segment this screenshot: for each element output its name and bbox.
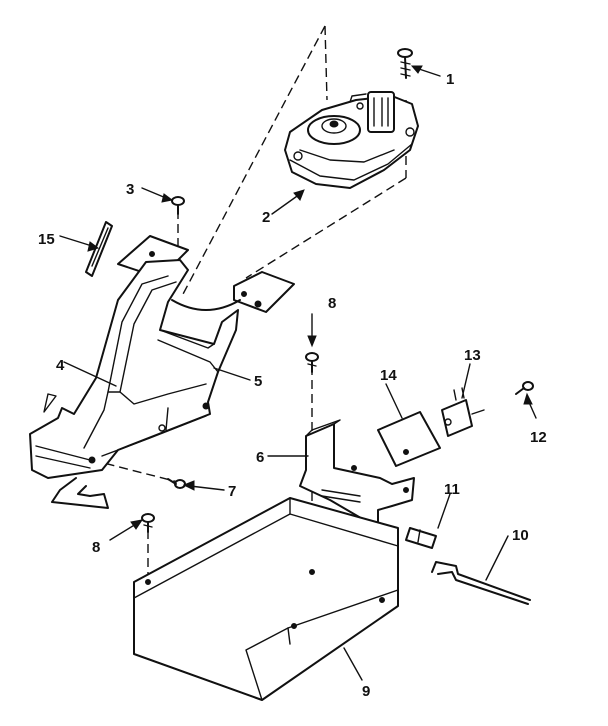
leader-lines (59, 65, 537, 681)
callout-2: 2 (262, 209, 270, 226)
callout-14: 14 (380, 367, 397, 384)
callout-labels: 1 2 3 4 5 6 7 8 8 9 10 11 12 13 14 15 (38, 71, 547, 700)
callout-6: 6 (256, 449, 264, 466)
callout-10: 10 (512, 527, 529, 544)
switch-screw (515, 381, 534, 395)
bracket-screw (171, 196, 185, 215)
actuator-rod (431, 561, 531, 605)
channel-guide-assembly (29, 235, 295, 509)
nut-11 (405, 527, 437, 549)
callout-8-upper: 8 (328, 295, 336, 312)
callout-8-lower: 8 (92, 539, 100, 556)
callout-13: 13 (464, 347, 481, 364)
drip-tray (133, 497, 399, 701)
callout-5: 5 (254, 373, 262, 390)
callout-7: 7 (228, 483, 236, 500)
upper-screw-8 (305, 352, 319, 373)
callout-1: 1 (446, 71, 454, 88)
callout-3: 3 (126, 181, 134, 198)
callout-4: 4 (56, 357, 65, 374)
callout-9: 9 (362, 683, 370, 700)
callout-12: 12 (530, 429, 547, 446)
mounting-bracket (299, 419, 415, 529)
spring-clip (85, 221, 113, 277)
callout-11: 11 (444, 481, 460, 498)
screw-7 (167, 478, 186, 489)
switch-plate (377, 411, 441, 467)
lower-screw-8 (141, 513, 155, 533)
timer-screw (397, 48, 413, 79)
timer-motor-assembly (284, 91, 419, 189)
callout-15: 15 (38, 231, 55, 248)
